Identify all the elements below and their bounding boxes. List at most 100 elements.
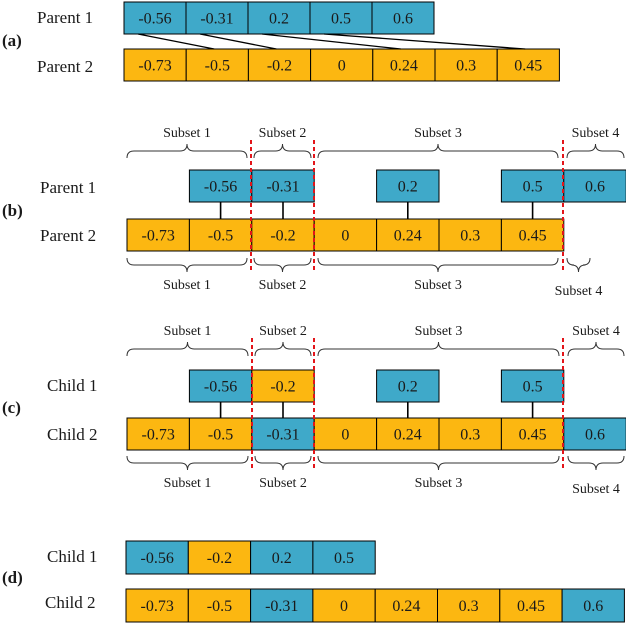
panel-a-parent2-cell-3-box: [310, 48, 374, 82]
panel-d-child1-cell-1-value: -0.2: [207, 550, 232, 567]
panel-a-parent2-cell-3-value: 0: [338, 58, 346, 75]
panel-a-link-0: [137, 33, 215, 50]
panel-b-subset-top-1: Subset 2: [259, 126, 307, 141]
panel-c-brace-bottom-1: [254, 455, 312, 471]
panel-c-row2-cell-1-value: -0.5: [208, 427, 233, 444]
panel-b-row2-label: Parent 2: [40, 226, 96, 245]
panel-b-subset-bottom-3: Subset 4: [555, 284, 603, 299]
panel-b-row1-cell-3-box: [500, 169, 565, 203]
panel-c-label: (c): [2, 398, 21, 417]
panel-c-row1-cell-2-value: 0.2: [398, 379, 418, 396]
panel-d-child2-cell-0-box: [125, 588, 189, 623]
panel-a-parent2-cell-2-value: -0.2: [267, 58, 292, 75]
panel-b-row1-cell-0-value: -0.56: [204, 179, 237, 196]
panel-b-row1-cell-1-value: -0.31: [266, 179, 299, 196]
panel-d-child2-cell-7-box: [561, 588, 625, 623]
panel-a-parent2-cell-6-box: [496, 48, 560, 82]
panel-a-parent2-cell-0-value: -0.73: [138, 58, 171, 75]
panel-a-parent2-cell-4-box: [372, 48, 436, 82]
panel-b-row1-label: Parent 1: [40, 178, 96, 197]
panel-a-parent2-cell-1-value: -0.5: [205, 58, 230, 75]
panel-b-subset-top-2: Subset 3: [414, 126, 462, 141]
panel-c-row2-cell-3-value: 0: [341, 427, 349, 444]
panel-c-subset-top-2: Subset 3: [415, 324, 463, 339]
panel-c-row2-cell-7-box: [563, 417, 626, 451]
panel-b-row2-cell-4-value: 0.24: [394, 228, 422, 245]
panel-b-subset-bottom-0: Subset 1: [163, 278, 211, 293]
panel-c-subset-top-3: Subset 4: [572, 324, 620, 339]
panel-b-row2-cell-4-box: [376, 218, 440, 252]
panel-b-brace-bottom-3: [566, 257, 591, 273]
panel-c-row2-cell-7-value: 0.6: [585, 427, 605, 444]
panel-d-child2-cell-2-value: -0.31: [265, 598, 298, 615]
panel-a-row1-label: Parent 1: [37, 8, 93, 27]
panel-a-parent1-cell-2-box: [247, 1, 311, 35]
panel-c-row1-cell-1-value: -0.2: [270, 379, 295, 396]
panel-d-child2-cell-0-value: -0.73: [140, 598, 173, 615]
panel-c-brace-bottom-0: [126, 455, 249, 471]
panel-b-brace-top-1: [253, 143, 312, 159]
panel-d-child2-cell-4-value: 0.24: [392, 598, 420, 615]
panel-b-brace-bottom-1: [253, 257, 312, 273]
panel-d-child1-cell-3-value: 0.5: [334, 550, 354, 567]
panel-d-child2-cell-7-value: 0.6: [583, 598, 603, 615]
panel-c-brace-top-2: [317, 341, 560, 357]
panel-c-subset-bottom-0: Subset 1: [164, 476, 212, 491]
panel-d-child2-cell-4-box: [374, 588, 439, 623]
panel-d-child1-cell-1-box: [187, 540, 252, 575]
panel-a-row2-label: Parent 2: [37, 57, 93, 76]
panel-a-link-2: [261, 33, 401, 50]
panel-a-parent2-cell-0-box: [123, 48, 187, 82]
panel-c-brace-top-0: [126, 341, 249, 357]
panel-b-brace-top-3: [566, 143, 625, 159]
panel-c-row2-cell-2-value: -0.31: [266, 427, 299, 444]
panel-a-parent2-cell-4-value: 0.24: [390, 58, 418, 75]
panel-c-brace-top-1: [254, 341, 312, 357]
panel-b-subset-top-3: Subset 4: [572, 126, 620, 141]
panel-d-row2-label: Child 2: [45, 593, 96, 612]
panel-a-parent2-cell-5-value: 0.3: [456, 58, 476, 75]
panel-c-brace-bottom-2: [317, 455, 560, 471]
panel-b-row2-cell-2-value: -0.2: [270, 228, 295, 245]
panel-b-row1-cell-2-value: 0.2: [398, 179, 418, 196]
panel-b-row1-cell-4-value: 0.6: [585, 179, 605, 196]
panel-b-row2-cell-1-box: [188, 218, 253, 252]
panel-a-parent1-cell-1-value: -0.31: [200, 11, 233, 28]
panel-a-parent1-cell-0-value: -0.56: [138, 11, 171, 28]
panel-b-row2-cell-5-value: 0.3: [460, 228, 480, 245]
panel-b-brace-top-2: [317, 143, 559, 159]
panel-c-row1-cell-0-value: -0.56: [204, 379, 237, 396]
panel-d-row1-label: Child 1: [47, 547, 98, 566]
panel-a-parent1-cell-2-value: 0.2: [269, 11, 289, 28]
panel-a-label: (a): [2, 31, 22, 50]
panel-c-row1-cell-3-value: 0.5: [523, 379, 543, 396]
panel-a-parent2-cell-1-box: [185, 48, 249, 82]
panel-c-row2-cell-4-value: 0.24: [394, 427, 422, 444]
panel-a-parent1-cell-0-box: [123, 1, 187, 35]
panel-c-row2-label: Child 2: [47, 425, 98, 444]
panel-d-child1-cell-0-value: -0.56: [140, 550, 173, 567]
panel-b-subset-bottom-1: Subset 2: [259, 278, 307, 293]
panel-d-child2-cell-1-box: [187, 588, 252, 623]
panel-c-subset-bottom-2: Subset 3: [415, 476, 463, 491]
panel-a-link-1: [199, 33, 277, 50]
panel-b-row2-cell-2-box: [251, 218, 315, 252]
panel-c-row2-cell-1-box: [188, 417, 253, 451]
panel-c-subset-bottom-1: Subset 2: [259, 476, 307, 491]
panel-b-row2-cell-0-value: -0.73: [142, 228, 175, 245]
panel-c-row2-cell-3-box: [313, 417, 378, 451]
panel-c-row2-cell-5-value: 0.3: [460, 427, 480, 444]
panel-d-label: (d): [2, 568, 23, 587]
panel-c-row2-cell-6-value: 0.45: [519, 427, 547, 444]
panel-c-row2-cell-4-box: [376, 417, 440, 451]
panel-b-brace-top-0: [126, 143, 248, 159]
panel-d-child2-cell-2-box: [250, 588, 314, 623]
panel-c-subset-bottom-3: Subset 4: [572, 482, 620, 497]
panel-b-subset-bottom-2: Subset 3: [414, 278, 462, 293]
panel-d-child1-cell-3-box: [312, 540, 376, 575]
